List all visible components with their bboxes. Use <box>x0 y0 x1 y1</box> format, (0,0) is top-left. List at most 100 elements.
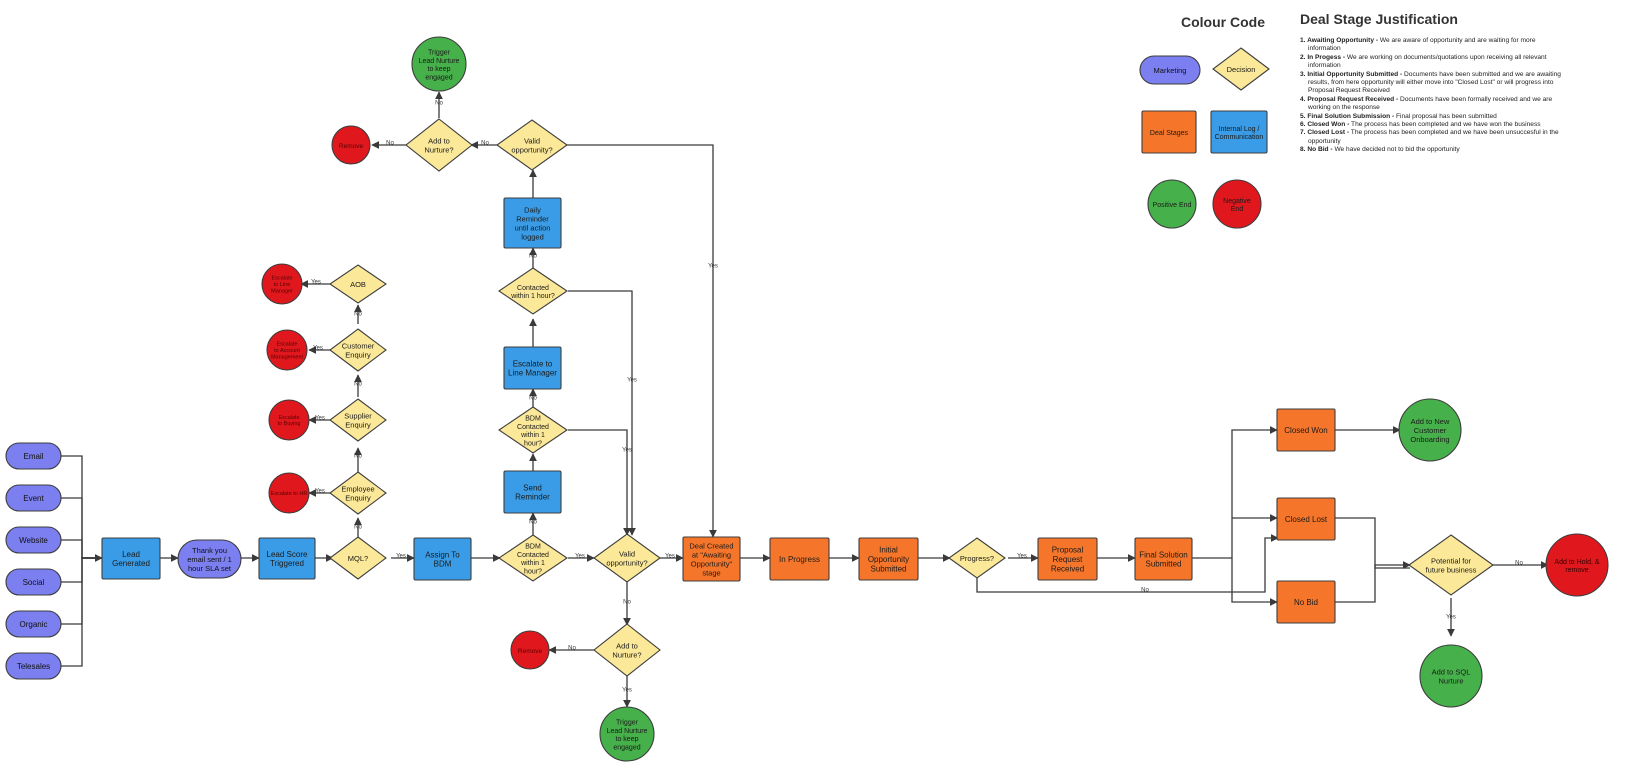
edge-label: Yes <box>708 264 718 270</box>
node-label: AOB <box>350 280 366 289</box>
edge-label: No <box>623 600 631 606</box>
node-label: Social <box>23 578 45 587</box>
edge-label: No <box>529 254 537 260</box>
justification-item: 8. No Bid - We have decided not to bid t… <box>1300 146 1460 154</box>
add-to-hold-remove[interactable]: Add to Hold, &remove <box>1545 533 1609 597</box>
connector <box>1192 426 1278 559</box>
closed-won[interactable]: Closed Won <box>1276 408 1336 452</box>
remove-end-top[interactable]: Remove <box>331 125 371 165</box>
source-organic[interactable]: Organic <box>5 610 62 638</box>
in-progress[interactable]: In Progress <box>769 537 830 581</box>
justification-item: 2. In Progess - We are working on docume… <box>1300 53 1547 70</box>
aob-decision[interactable]: AOB <box>329 264 387 304</box>
connector <box>61 557 102 667</box>
source-website[interactable]: Website <box>5 526 62 554</box>
edge-label: No <box>435 101 443 107</box>
remove-end-bottom[interactable]: Remove <box>510 630 550 670</box>
edge-label: Yes <box>665 554 675 560</box>
progress-decision[interactable]: Progress? <box>948 537 1006 579</box>
edge-label: No <box>354 382 362 388</box>
legend-internal[interactable]: Internal Log /Communication <box>1210 110 1268 154</box>
edge-label: No <box>386 141 394 147</box>
edge-label: Yes <box>622 688 632 694</box>
no-bid[interactable]: No Bid <box>1276 580 1336 624</box>
connector <box>976 534 1279 593</box>
edge-label: Yes <box>622 448 632 454</box>
edge-label: Yes <box>311 280 321 286</box>
source-email[interactable]: Email <box>5 442 62 470</box>
edge-label: Yes <box>315 416 325 422</box>
node-label: Organic <box>19 620 47 629</box>
justification-item: 1. Awaiting Opportunity - We are aware o… <box>1300 37 1536 53</box>
source-telesales[interactable]: Telesales <box>5 652 62 680</box>
escalate-hr-end[interactable]: Escalate to HR <box>268 472 310 514</box>
edge-label: Yes <box>575 554 585 560</box>
node-label: Email <box>23 452 43 461</box>
connector <box>61 539 102 559</box>
legend-decision[interactable]: Decision <box>1212 47 1270 91</box>
deal-stage-justification: Deal Stage Justification 1. Awaiting Opp… <box>1300 11 1565 155</box>
legend-deal-stages[interactable]: Deal Stages <box>1141 110 1197 154</box>
closed-lost[interactable]: Closed Lost <box>1276 497 1336 541</box>
legend-marketing[interactable]: Marketing <box>1139 55 1201 85</box>
node-label: Add to Hold, &remove <box>1554 559 1599 574</box>
edge-label: No <box>481 141 489 147</box>
edge-label: No <box>354 525 362 531</box>
node-label: Escalate to HR <box>271 491 308 497</box>
source-social[interactable]: Social <box>5 568 62 596</box>
node-label: No Bid <box>1294 598 1318 607</box>
mql-decision[interactable]: MQL? <box>329 536 387 580</box>
node-label: Closed Won <box>1284 426 1327 435</box>
edge-label: Yes <box>315 489 325 495</box>
legend-positive-end[interactable]: Positive End <box>1147 179 1197 229</box>
node-label: Event <box>23 494 44 503</box>
source-event[interactable]: Event <box>5 484 62 512</box>
